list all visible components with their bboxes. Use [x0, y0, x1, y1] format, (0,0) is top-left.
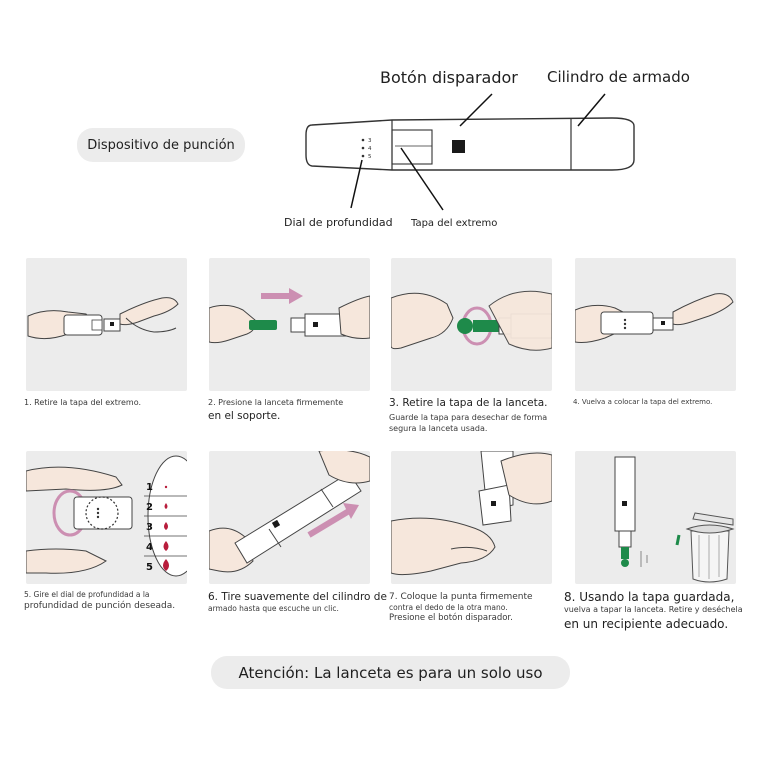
- depth-level-1: 1: [146, 482, 153, 493]
- step-7-line-3: Presione el botón disparador.: [389, 613, 513, 624]
- trigger-button: [452, 140, 465, 153]
- step-8-caption: 8. Usando la tapa guardada, vuelva a tap…: [564, 589, 743, 632]
- callout-trigger-label: Botón disparador: [380, 68, 518, 87]
- step-5-caption: 5. Gire el dial de profundidad a la prof…: [24, 590, 175, 612]
- step-2-illustration: [209, 258, 370, 391]
- device-label-pill: Dispositivo de punción: [77, 128, 245, 162]
- step-3-caption: 3. Retire la tapa de la lanceta. Guarde …: [389, 396, 548, 435]
- step-3-line-1: 3. Retire la tapa de la lanceta.: [389, 397, 548, 409]
- step-6-line-2: armado hasta que escuche un clic.: [208, 604, 339, 614]
- step-1-line-1: 1. Retire la tapa del extremo.: [24, 398, 142, 407]
- step-5-illustration: 1 2 3 4 5: [26, 451, 187, 584]
- step-3-illustration: [391, 258, 552, 391]
- warning-text: Atención: La lanceta es para un solo uso: [238, 663, 543, 682]
- dial-mark-3: 3: [368, 138, 372, 144]
- callout-cylinder-label: Cilindro de armado: [547, 68, 690, 86]
- step-3-line-2: Guarde la tapa para desechar de forma: [389, 413, 548, 423]
- device-body: [305, 117, 635, 171]
- step-3-line-3: segura la lanceta usada.: [389, 423, 488, 433]
- step-1-caption: 1. Retire la tapa del extremo.: [24, 398, 141, 409]
- device-label: Dispositivo de punción: [87, 137, 235, 153]
- callout-cap-label: Tapa del extremo: [411, 218, 498, 229]
- lancing-device-diagram: 3 4 5: [305, 93, 635, 211]
- step-6-illustration: [209, 451, 370, 584]
- step-5-line-1: 5. Gire el dial de profundidad a la: [24, 590, 150, 599]
- step-2-line-2: en el soporte.: [208, 409, 281, 422]
- warning-pill: Atención: La lanceta es para un solo uso: [211, 656, 570, 689]
- step-7-illustration: [391, 451, 552, 584]
- depth-level-2: 2: [146, 502, 153, 513]
- depth-level-3: 3: [146, 522, 153, 533]
- step-6-caption: 6. Tire suavemente del cilindro de armad…: [208, 590, 387, 614]
- step-8-line-2: vuelva a tapar la lanceta. Retire y desé…: [564, 605, 743, 615]
- depth-level-5: 5: [146, 562, 153, 573]
- callout-depth-label: Dial de profundidad: [284, 216, 393, 229]
- step-4-illustration: [575, 258, 736, 391]
- step-8-illustration: [575, 451, 736, 584]
- step-2-caption: 2. Presione la lanceta firmemente en el …: [208, 398, 343, 423]
- dial-mark-4: 4: [368, 146, 372, 152]
- step-4-caption: 4. Vuelva a colocar la tapa del extremo.: [573, 398, 712, 407]
- dial-mark-5: 5: [368, 154, 372, 160]
- step-1-illustration: [26, 258, 187, 391]
- step-7-caption: 7. Coloque la punta firmemente contra el…: [389, 591, 533, 625]
- step-8-line-1: 8. Usando la tapa guardada,: [564, 590, 735, 604]
- step-6-line-1: 6. Tire suavemente del cilindro de: [208, 591, 387, 603]
- step-4-line-1: 4. Vuelva a colocar la tapa del extremo.: [573, 398, 713, 406]
- step-5-line-2: profundidad de punción deseada.: [24, 601, 176, 612]
- step-2-line-1: 2. Presione la lanceta firmemente: [208, 398, 344, 407]
- depth-level-4: 4: [146, 542, 153, 553]
- step-7-line-2: contra el dedo de la otra mano.: [389, 603, 508, 613]
- step-8-line-3: en un recipiente adecuado.: [564, 616, 729, 631]
- step-7-line-1: 7. Coloque la punta firmemente: [389, 592, 533, 602]
